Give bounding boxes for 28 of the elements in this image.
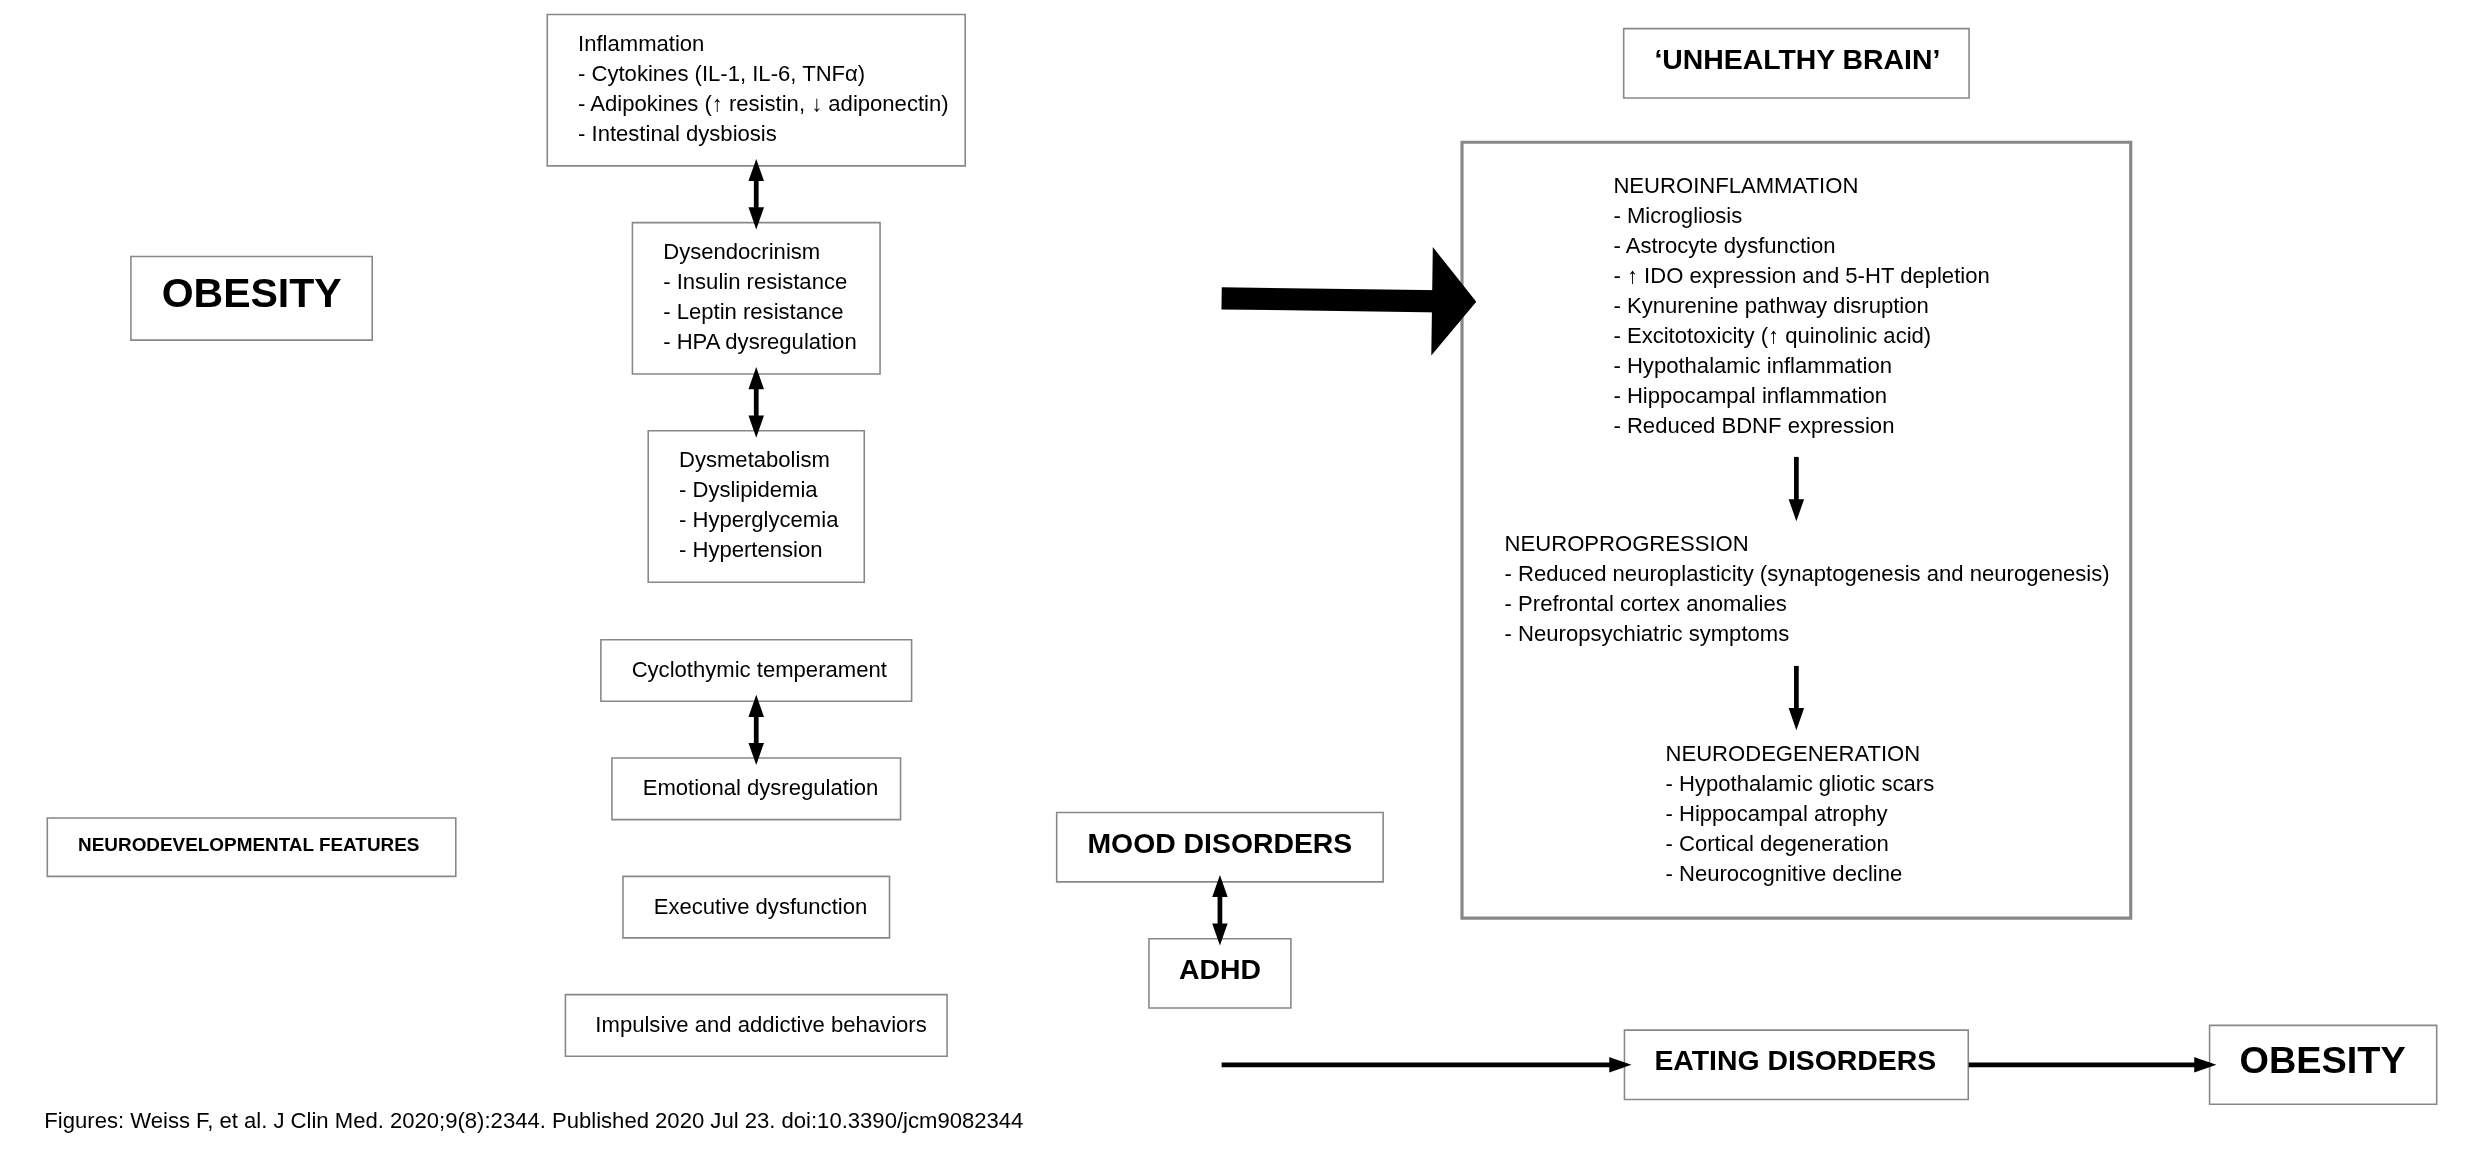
node-box: OBESITY (129, 255, 373, 341)
caption: Figures: Weiss F, et al. J Clin Med. 2020;9(8):2344. Published 2020 Jul 23. doi:10.3390/jcm9082344 (43, 1108, 1023, 1134)
arrow (748, 158, 764, 230)
node-box: OBESITY (2208, 1024, 2437, 1106)
node-box: Emotional dysregulation (610, 757, 901, 821)
arrow (1221, 1057, 1631, 1073)
node-box: Cyclothymic temperament (599, 639, 912, 703)
node-box: Impulsive and addictive behaviors (564, 993, 948, 1057)
arrow (1220, 247, 1476, 356)
node-box: EATING DISORDERS (1623, 1029, 1969, 1101)
node-box: ADHD (1147, 937, 1292, 1009)
node-text: NEUROPROGRESSION - Reduced neuroplasticity (synaptogenesis and neurogenesis) - Prefrontal cortex anomalies - Neuropsychiatric symptoms (1504, 531, 2110, 646)
arrow (1211, 874, 1228, 946)
node-text: NEURODEGENERATION - Hypothalamic gliotic scars - Hippocampal atrophy - Cortical degeneration - Neurocognitive decline (1664, 740, 1934, 886)
arrow (748, 694, 764, 766)
node-box: Inflammation - Cytokines (IL-1, IL-6, TNFα) - Adipokines (↑ resistin, ↓ adiponectin) - Intestinal dysbiosis (546, 13, 966, 167)
node-box: Executive dysfunction (621, 875, 890, 939)
arrow (1788, 665, 1804, 731)
node-box: Dysendocrinism - Insulin resistance - Leptin resistance - HPA dysregulation (631, 221, 881, 375)
arrow (1968, 1057, 2216, 1073)
arrow (748, 367, 764, 438)
arrow (1788, 456, 1804, 522)
node-box: ‘UNHEALTHY BRAIN’ (1622, 27, 1970, 99)
node-box: MOOD DISORDERS (1055, 811, 1384, 883)
cluster (1459, 140, 2132, 920)
node-box: Dysmetabolism - Dyslipidemia - Hyperglycemia - Hypertension (646, 430, 865, 583)
node-text: NEUROINFLAMMATION - Microgliosis - Astrocyte dysfunction - ↑ IDO expression and 5-HT depletion - Kynurenine pathway disruption - Excitotoxicity (↑ quinolinic acid) - Hypothalamic inflammation - Hippocampal inflammation - Reduced BDNF expression (1612, 172, 1990, 438)
node-box: NEURODEVELOPMENTAL FEATURES (46, 817, 457, 878)
